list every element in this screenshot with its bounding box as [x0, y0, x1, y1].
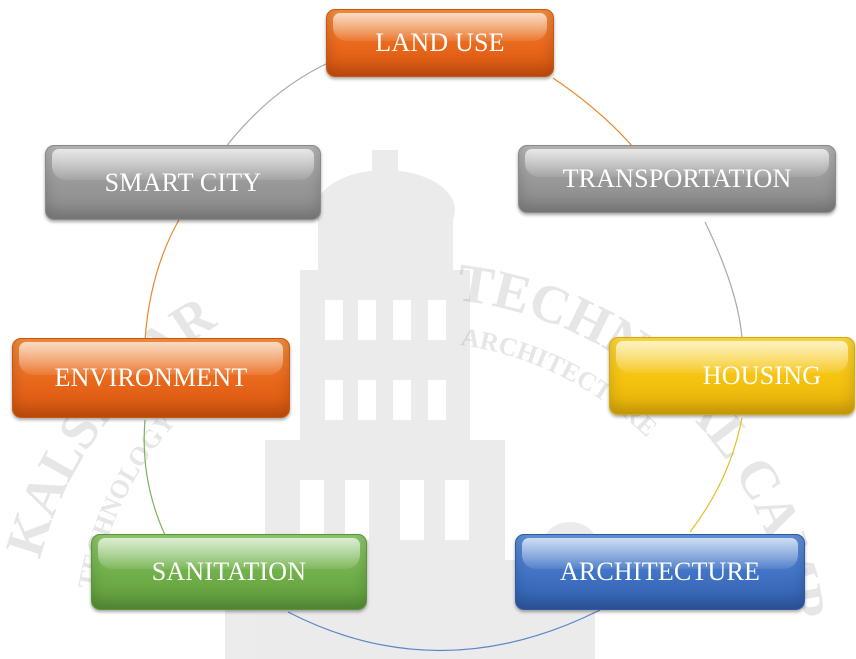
node-label-environment: ENVIRONMENT [54, 363, 248, 392]
ring-segment-sanitation-environment [143, 419, 166, 536]
node-architecture: ARCHITECTURE [515, 534, 805, 610]
ring-segment-smart-city-land-use [224, 61, 331, 149]
node-smart-city: SMART CITY [45, 145, 321, 220]
node-environment: ENVIRONMENT [12, 338, 290, 418]
node-label-smart-city: SMART CITY [104, 167, 262, 197]
ring-segment-environment-smart-city [144, 217, 181, 341]
node-transportation: TRANSPORTATION [518, 145, 836, 213]
ring-segment-housing-architecture [689, 417, 743, 533]
node-label-architecture: ARCHITECTURE [559, 557, 761, 586]
node-housing: HOUSING [609, 337, 855, 415]
node-label-sanitation: SANITATION [151, 557, 307, 586]
node-label-transportation: TRANSPORTATION [562, 164, 792, 193]
node-label-land-use: LAND USE [375, 28, 505, 57]
ring-segment-transportation-housing [704, 221, 743, 339]
node-sanitation: SANITATION [91, 534, 367, 610]
node-label-housing: HOUSING [702, 361, 822, 390]
node-land-use: LAND USE [326, 9, 554, 77]
ring-segment-architecture-sanitation [287, 609, 601, 652]
